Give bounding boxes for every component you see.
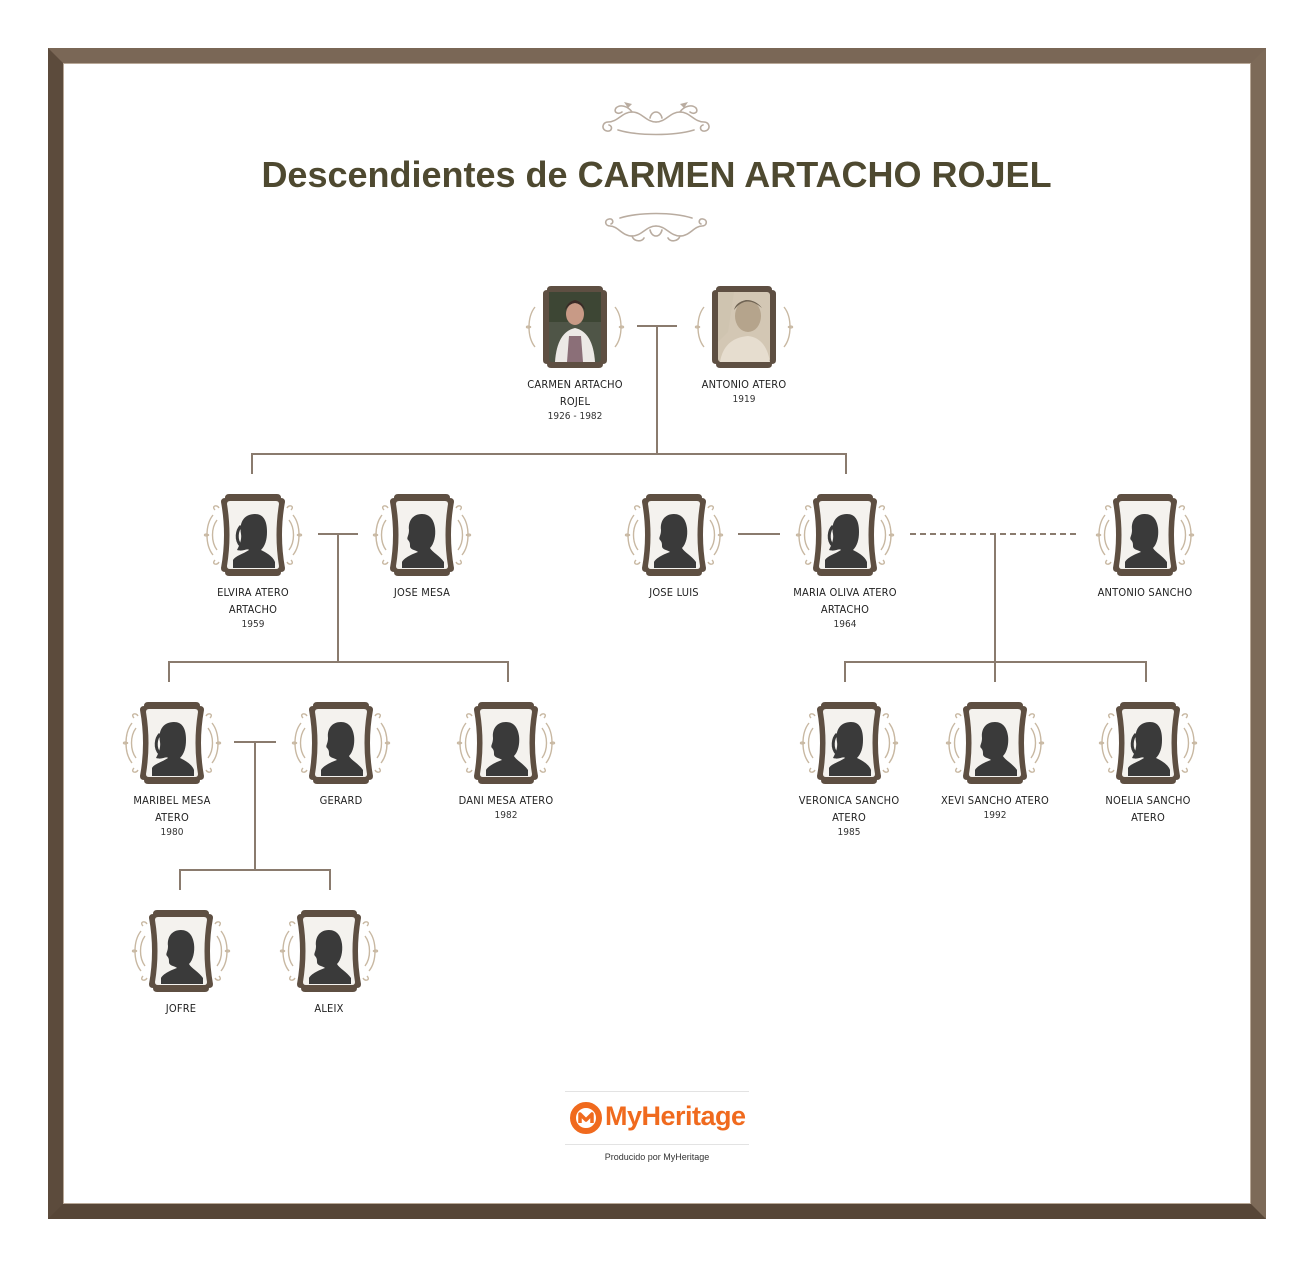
male-silhouette-icon	[251, 698, 431, 788]
person-name: DANI MESA ATERO	[458, 794, 554, 807]
person-name: MARIA OLIVA ATERO ARTACHO	[793, 586, 897, 616]
male-silhouette-icon	[1055, 490, 1235, 580]
person-card-maribel[interactable]: MARIBEL MESA ATERO 1980	[82, 698, 262, 840]
person-dates: 1959	[241, 619, 265, 630]
person-name: ELVIRA ATERO ARTACHO	[217, 586, 289, 616]
person-card-dani[interactable]: DANI MESA ATERO 1982	[416, 698, 596, 823]
female-silhouette-icon	[82, 698, 262, 788]
bottom-ornament-icon	[604, 212, 708, 242]
person-name: NOELIA SANCHO ATERO	[1105, 794, 1191, 824]
person-card-veronica[interactable]: VERONICA SANCHO ATERO 1985	[759, 698, 939, 840]
person-name: ANTONIO SANCHO	[1097, 586, 1193, 599]
female-silhouette-icon	[759, 698, 939, 788]
person-name: JOSE LUIS	[649, 586, 699, 599]
person-card-maria-oliva[interactable]: MARIA OLIVA ATERO ARTACHO 1964	[755, 490, 935, 632]
person-name: GERARD	[319, 794, 363, 807]
myheritage-logo[interactable]: MyHeritage	[565, 1091, 749, 1145]
male-silhouette-icon	[239, 906, 419, 996]
male-silhouette-icon	[91, 906, 271, 996]
frame-inner-border	[63, 63, 1251, 1204]
person-card-carmen[interactable]: CARMEN ARTACHO ROJEL 1926 - 1982	[485, 282, 665, 424]
person-card-jofre[interactable]: JOFRE	[91, 906, 271, 1017]
person-name: CARMEN ARTACHO ROJEL	[527, 378, 623, 408]
person-card-xevi[interactable]: XEVI SANCHO ATERO 1992	[905, 698, 1085, 823]
person-dates: 1985	[837, 827, 861, 838]
person-dates: 1982	[494, 810, 518, 821]
top-ornament-icon	[602, 102, 710, 136]
male-silhouette-icon	[905, 698, 1085, 788]
person-card-aleix[interactable]: ALEIX	[239, 906, 419, 1017]
portrait-photo-man-icon	[694, 286, 794, 368]
person-dates: 1980	[160, 827, 184, 838]
person-dates: 1964	[833, 619, 857, 630]
person-dates: 1919	[732, 394, 756, 405]
person-name: JOFRE	[165, 1002, 197, 1015]
person-dates: 1926 - 1982	[547, 411, 603, 422]
person-name: ALEIX	[314, 1002, 344, 1015]
person-card-antonio-atero[interactable]: ANTONIO ATERO 1919	[654, 282, 834, 407]
person-card-jose-luis[interactable]: JOSE LUIS	[584, 490, 764, 601]
person-name: XEVI SANCHO ATERO	[940, 794, 1050, 807]
person-card-antonio-sancho[interactable]: ANTONIO SANCHO	[1055, 490, 1235, 601]
person-dates: 1992	[983, 810, 1007, 821]
female-silhouette-icon	[755, 490, 935, 580]
person-name: ANTONIO ATERO	[701, 378, 787, 391]
male-silhouette-icon	[332, 490, 512, 580]
person-name: JOSE MESA	[393, 586, 451, 599]
female-silhouette-icon	[163, 490, 343, 580]
myheritage-logo-icon	[570, 1102, 602, 1134]
picture-frame	[48, 48, 1266, 1219]
portrait-photo-woman-icon	[525, 286, 625, 368]
person-card-jose-mesa[interactable]: JOSE MESA	[332, 490, 512, 601]
person-card-elvira[interactable]: ELVIRA ATERO ARTACHO 1959	[163, 490, 343, 632]
logo-text: MyHeritage	[605, 1101, 746, 1131]
male-silhouette-icon	[584, 490, 764, 580]
person-name: VERONICA SANCHO ATERO	[798, 794, 900, 824]
female-silhouette-icon	[1058, 698, 1238, 788]
person-card-gerard[interactable]: GERARD	[251, 698, 431, 809]
person-card-noelia[interactable]: NOELIA SANCHO ATERO	[1058, 698, 1238, 826]
chart-title: Descendientes de CARMEN ARTACHO ROJEL	[261, 154, 1052, 195]
male-silhouette-icon	[416, 698, 596, 788]
producer-credit: Producido por MyHeritage	[604, 1152, 710, 1162]
person-name: MARIBEL MESA ATERO	[133, 794, 211, 824]
